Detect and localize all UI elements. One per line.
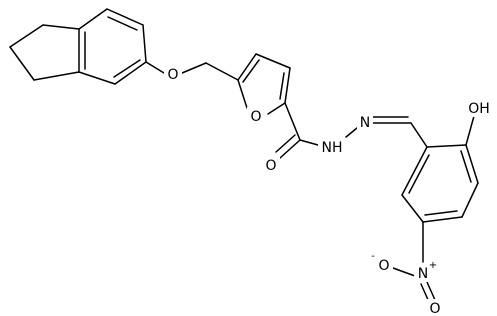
bond (181, 62, 207, 74)
label-bg (426, 299, 444, 316)
bond (78, 71, 116, 85)
bond (465, 144, 479, 184)
bond (279, 139, 301, 159)
bond (410, 122, 428, 148)
negative-charge-label: - (371, 251, 375, 262)
bond (42, 24, 80, 30)
ether-linker (181, 62, 239, 81)
label-bg (164, 65, 182, 83)
bond (401, 146, 428, 196)
imine-nitrogen-label: N (360, 115, 370, 131)
nitro-oxygen-minus-label: O (378, 258, 389, 274)
bond (142, 24, 147, 63)
bond (107, 16, 138, 31)
label-bg (318, 138, 346, 156)
nitrophenol-ring (401, 115, 479, 263)
bond (237, 79, 248, 109)
nitro-nitrogen-label: N (418, 266, 428, 282)
bond (9, 46, 35, 81)
bond (106, 8, 144, 26)
bond (205, 62, 239, 81)
bond (145, 61, 165, 74)
amide-nh-label: NH (322, 140, 343, 156)
bond (279, 72, 285, 100)
bond (237, 53, 257, 81)
bond (299, 139, 319, 146)
furan-oxygen-label: O (250, 109, 261, 125)
bond (460, 150, 472, 183)
label-bg (375, 256, 393, 274)
label-bg (357, 113, 373, 131)
bond (422, 216, 463, 223)
label-bg (414, 264, 432, 282)
bond (255, 53, 291, 69)
bond (9, 24, 44, 48)
furan-ring (237, 53, 291, 115)
bond (426, 144, 467, 148)
bond (284, 67, 291, 104)
bond (424, 210, 458, 216)
bond (113, 59, 141, 78)
bond (284, 102, 301, 141)
bond (465, 115, 475, 146)
bond (33, 71, 80, 81)
ether-oxygen-label: O (167, 67, 178, 83)
bond (78, 8, 108, 30)
atom-labels: O O O NH N OH N + O - O (164, 65, 492, 316)
indane-group (9, 8, 165, 85)
label-bg (247, 107, 265, 125)
nitro-oxygen-label: O (429, 301, 440, 316)
positive-charge-label: + (429, 260, 437, 271)
carbonyl-oxygen-label: O (265, 158, 276, 174)
bond (267, 102, 286, 115)
bond (114, 61, 147, 85)
bond (408, 154, 430, 194)
bond (345, 127, 358, 138)
bond (275, 134, 296, 153)
hydroxyl-label: OH (468, 101, 490, 117)
label-bg (262, 156, 280, 174)
bond (426, 281, 436, 301)
bond (461, 182, 479, 218)
amide-hydrazone (275, 102, 428, 159)
bond (242, 59, 260, 83)
bond (392, 267, 416, 277)
bond (401, 194, 424, 223)
label-bg (466, 99, 492, 117)
